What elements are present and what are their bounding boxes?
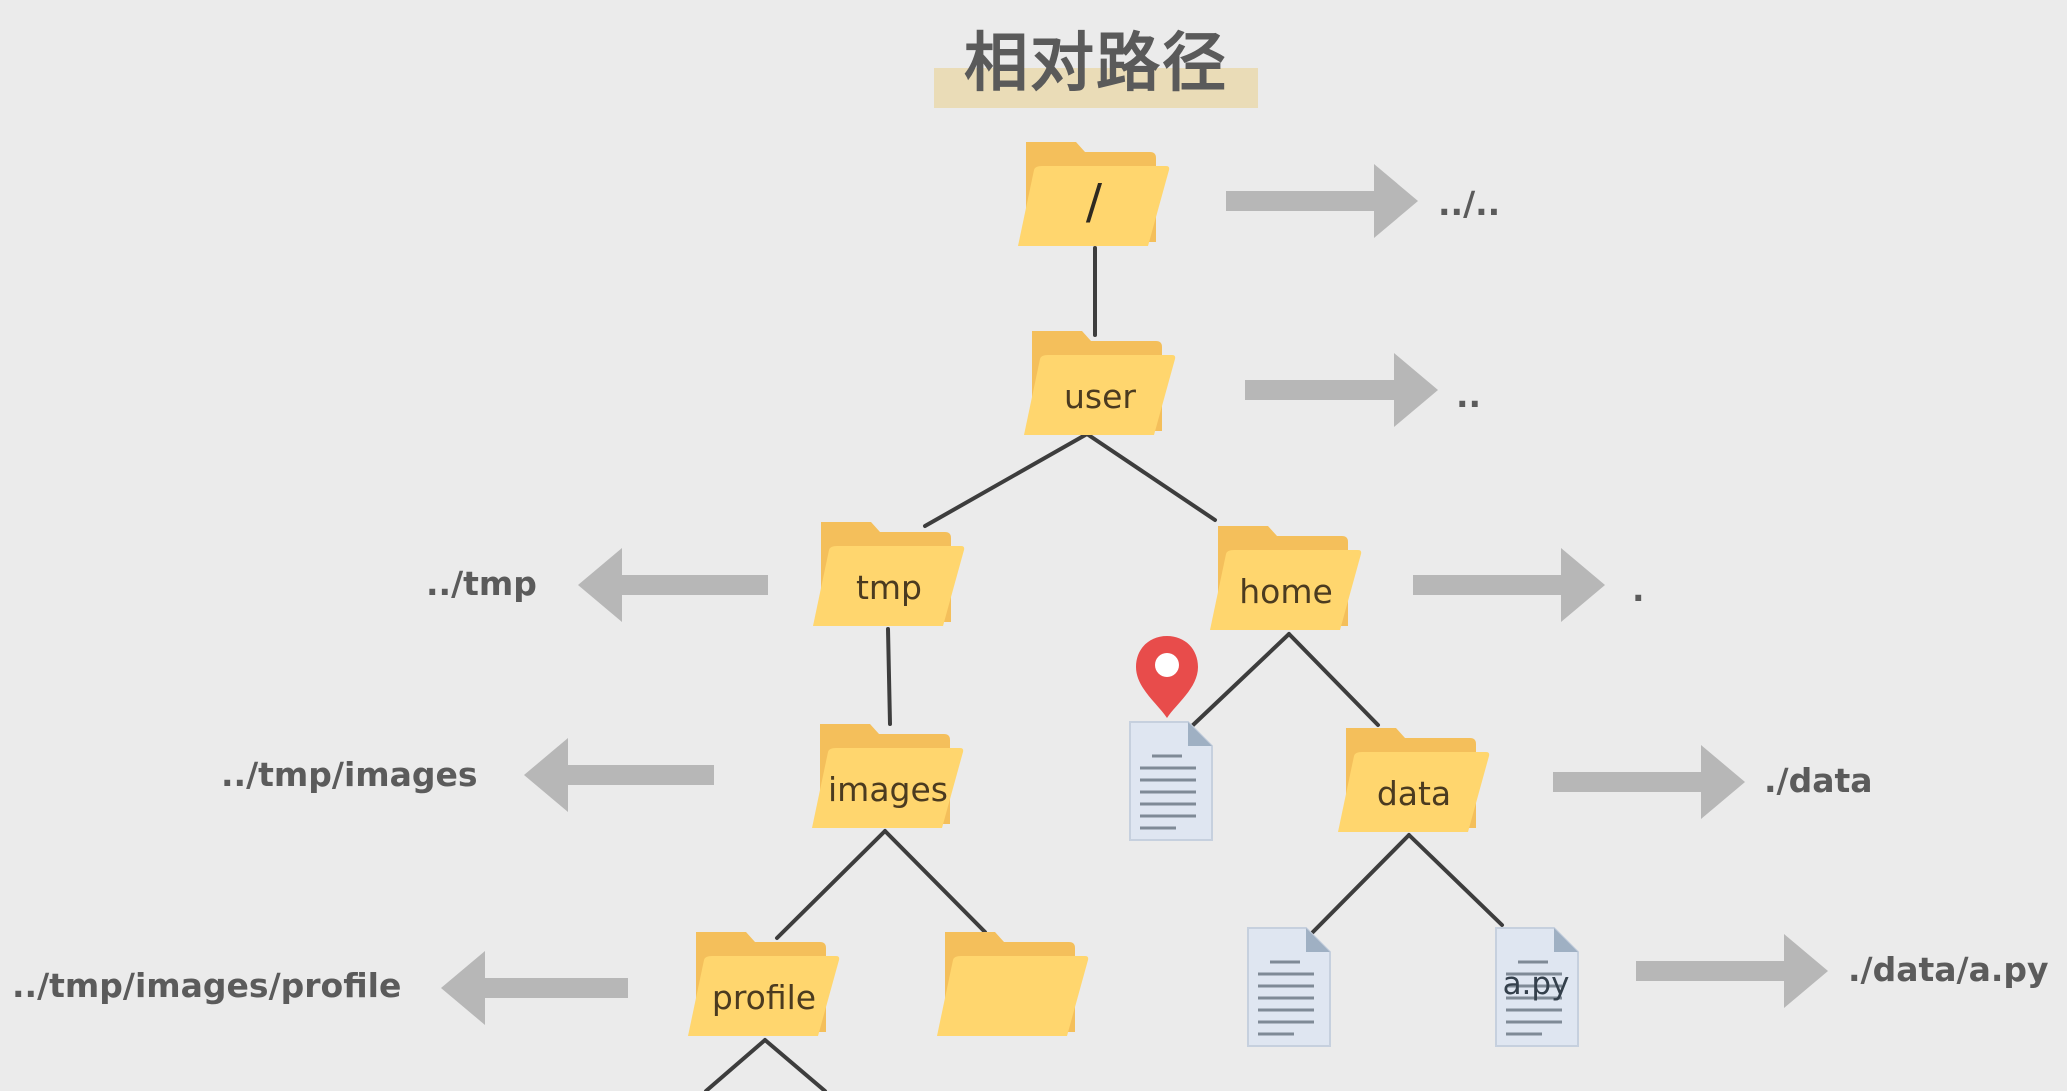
document-icon (1129, 721, 1213, 841)
path-label-home: . (1632, 570, 1645, 609)
folder-profile[interactable]: profile (688, 924, 840, 1040)
connector-home-current-file (1190, 632, 1291, 728)
arrow-data (1553, 745, 1745, 819)
title-block: 相对路径 (934, 18, 1258, 110)
page-title: 相对路径 (964, 27, 1228, 101)
path-label-user: .. (1456, 376, 1482, 415)
folder-icon (1338, 728, 1490, 832)
document-icon (1247, 927, 1331, 1047)
connector-home-data (1287, 632, 1380, 727)
connector-images-profile (775, 829, 887, 940)
arrow-profile (441, 951, 628, 1025)
folder-label: tmp (855, 568, 923, 607)
path-label-root: ../.. (1438, 184, 1501, 223)
file-data-unnamed[interactable] (1242, 924, 1334, 1050)
connector-data-a-py (1407, 833, 1504, 927)
folder-label: data (1376, 774, 1452, 813)
folder-icon (813, 522, 965, 626)
connector-profile-child-right (763, 1038, 827, 1091)
path-label-a-py: ./data/a.py (1848, 950, 2049, 989)
arrow-tmp (578, 548, 768, 622)
folder-icon (1210, 526, 1362, 630)
connector-user-home (1085, 432, 1217, 522)
folder-icon (688, 932, 840, 1036)
document-icon (1495, 927, 1579, 1047)
folder-data[interactable]: data (1338, 720, 1490, 836)
connector-tmp-images (886, 627, 892, 726)
folder-root[interactable]: / (1018, 134, 1170, 250)
file-current[interactable] (1124, 718, 1216, 844)
title-highlight (934, 68, 1258, 108)
path-label-data: ./data (1764, 761, 1873, 800)
file-label: a.py (1502, 966, 1570, 1002)
path-label-images: ../tmp/images (221, 755, 478, 794)
arrow-a-py (1636, 934, 1828, 1008)
arrow-images (524, 738, 714, 812)
connector-data-data-file (1305, 833, 1411, 940)
folder-icon (937, 932, 1089, 1036)
path-label-profile: ../tmp/images/profile (12, 966, 402, 1005)
arrow-home (1413, 548, 1605, 622)
folder-user[interactable]: user (1024, 323, 1176, 439)
folder-icon (812, 724, 964, 828)
folder-label: user (1064, 377, 1136, 416)
connector-profile-child-left (704, 1038, 767, 1091)
folder-label: images (828, 770, 948, 809)
arrow-root (1226, 164, 1418, 238)
folder-icon (1018, 142, 1170, 246)
folder-icon (1024, 331, 1176, 435)
connector-images-unnamed-folder (883, 829, 987, 934)
folder-images[interactable]: images (812, 716, 964, 832)
folder-label: profile (711, 978, 817, 1017)
folder-label: / (1085, 174, 1103, 230)
map-pin-icon (1134, 634, 1200, 720)
arrow-user (1245, 353, 1438, 427)
file-a-py[interactable]: a.py (1490, 924, 1582, 1050)
path-label-tmp: ../tmp (426, 564, 537, 603)
folder-tmp[interactable]: tmp (813, 514, 965, 630)
folder-home[interactable]: home (1210, 518, 1362, 634)
folder-unnamed[interactable] (937, 924, 1089, 1040)
folder-label: home (1239, 572, 1333, 611)
connector-user-tmp (923, 432, 1089, 528)
